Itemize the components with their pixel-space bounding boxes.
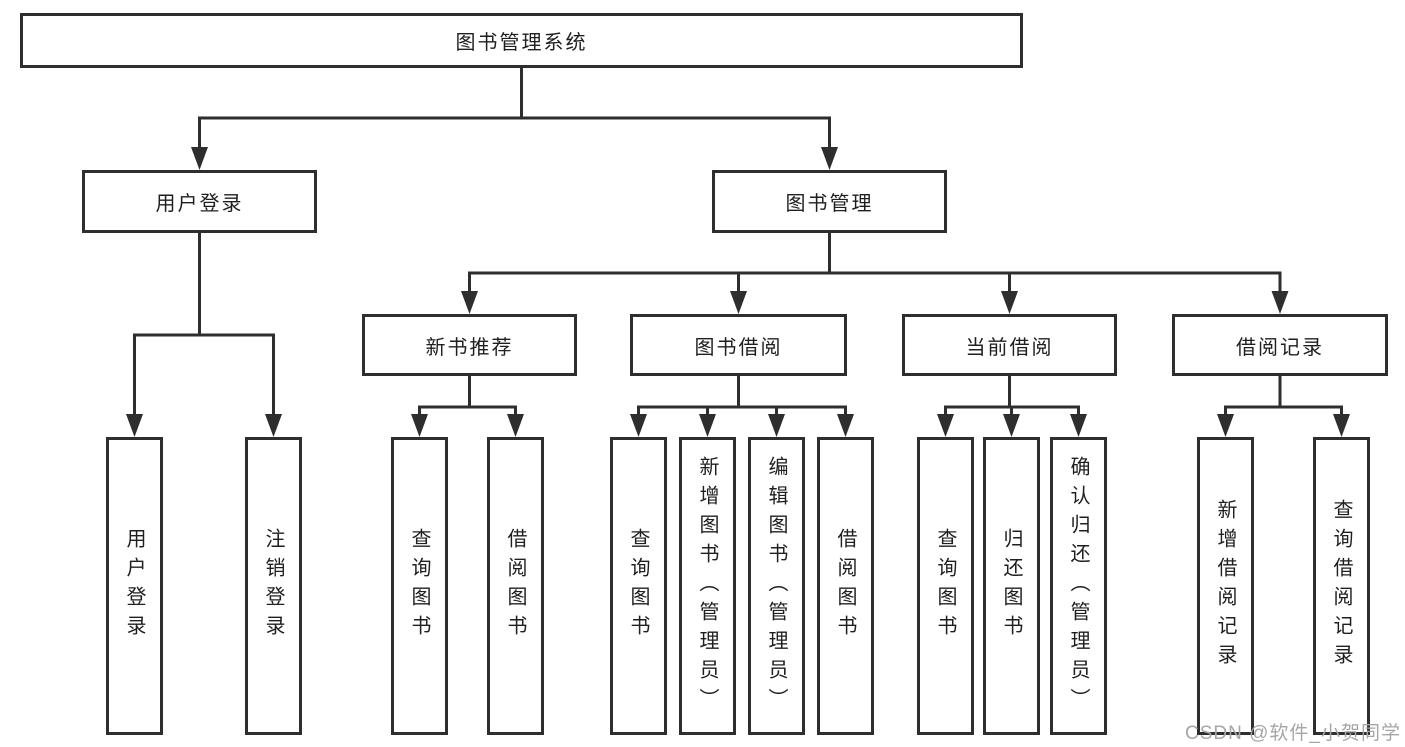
arrowhead-down-icon bbox=[265, 414, 282, 437]
arrowhead-down-icon bbox=[461, 291, 478, 314]
node-new-book-recommend: 新书推荐 bbox=[362, 314, 577, 376]
leaf-borrow-books: 借阅图书 bbox=[817, 437, 874, 735]
node-user-login: 用户登录 bbox=[82, 170, 317, 233]
arrowhead-down-icon bbox=[699, 414, 716, 437]
leaf-logout: 注销登录 bbox=[245, 437, 302, 735]
arrowhead-down-icon bbox=[768, 414, 785, 437]
node-root: 图书管理系统 bbox=[20, 13, 1023, 68]
arrowhead-down-icon bbox=[507, 414, 524, 437]
arrowhead-down-icon bbox=[1271, 291, 1289, 314]
leaf-add-book-admin: 新增图书（管理员） bbox=[679, 437, 736, 735]
arrowhead-down-icon bbox=[1333, 414, 1350, 437]
arrowhead-down-icon bbox=[837, 414, 854, 437]
arrowhead-down-icon bbox=[1003, 414, 1020, 437]
leaf-query-borrow-record: 查询借阅记录 bbox=[1313, 437, 1370, 735]
arrowhead-down-icon bbox=[191, 147, 208, 170]
arrowhead-down-icon bbox=[821, 147, 838, 170]
node-current-borrow: 当前借阅 bbox=[902, 314, 1117, 376]
leaf-user-login: 用户登录 bbox=[106, 437, 163, 735]
leaf-borrow-books-recommend: 借阅图书 bbox=[487, 437, 544, 735]
leaf-query-books-recommend: 查询图书 bbox=[391, 437, 448, 735]
leaf-confirm-return-admin: 确认归还（管理员） bbox=[1050, 437, 1107, 735]
leaf-query-books-borrow: 查询图书 bbox=[610, 437, 667, 735]
arrowhead-down-icon bbox=[1001, 291, 1018, 314]
leaf-add-borrow-record: 新增借阅记录 bbox=[1197, 437, 1254, 735]
node-book-borrow: 图书借阅 bbox=[630, 314, 847, 376]
leaf-edit-book-admin: 编辑图书（管理员） bbox=[748, 437, 805, 735]
node-borrow-records: 借阅记录 bbox=[1172, 314, 1388, 376]
arrowhead-down-icon bbox=[730, 291, 747, 314]
arrowhead-down-icon bbox=[1217, 414, 1234, 437]
arrowhead-down-icon bbox=[630, 414, 647, 437]
arrowhead-down-icon bbox=[937, 414, 954, 437]
leaf-return-books: 归还图书 bbox=[983, 437, 1040, 735]
csdn-watermark: CSDN @软件_小贺同学 bbox=[1185, 723, 1401, 744]
leaf-query-books-current: 查询图书 bbox=[917, 437, 974, 735]
node-book-management: 图书管理 bbox=[712, 170, 947, 233]
arrowhead-down-icon bbox=[126, 414, 143, 437]
arrowhead-down-icon bbox=[411, 414, 428, 437]
arrowhead-down-icon bbox=[1070, 414, 1087, 437]
